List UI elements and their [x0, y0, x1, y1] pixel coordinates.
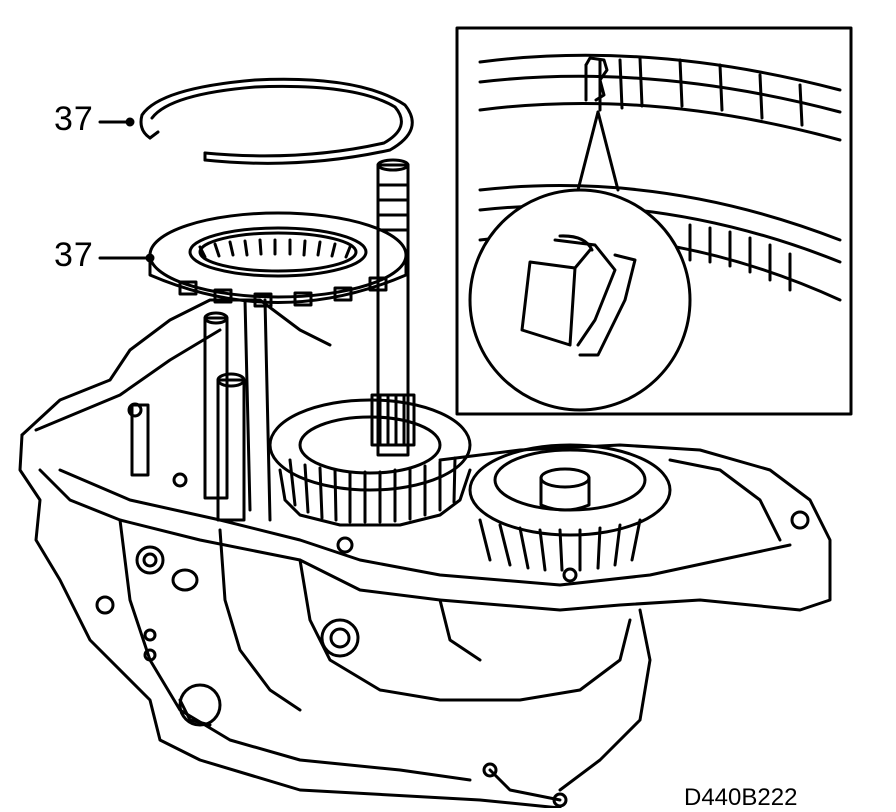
snap-ring	[139, 77, 414, 165]
output-shaft	[370, 158, 416, 457]
bearing-ring	[148, 211, 408, 308]
callout-label-snap-ring: 37	[54, 100, 94, 138]
diagram-code: D440B222	[684, 784, 798, 811]
callout-label-bearing-ring: 37	[54, 236, 94, 274]
detail-inset	[455, 26, 853, 416]
transmission-housing	[18, 298, 832, 808]
callout-leaders	[98, 117, 155, 263]
bottom-leader	[488, 768, 562, 802]
differential-housing	[468, 443, 782, 572]
main-gear	[268, 398, 472, 527]
internal-shafts	[130, 298, 272, 522]
